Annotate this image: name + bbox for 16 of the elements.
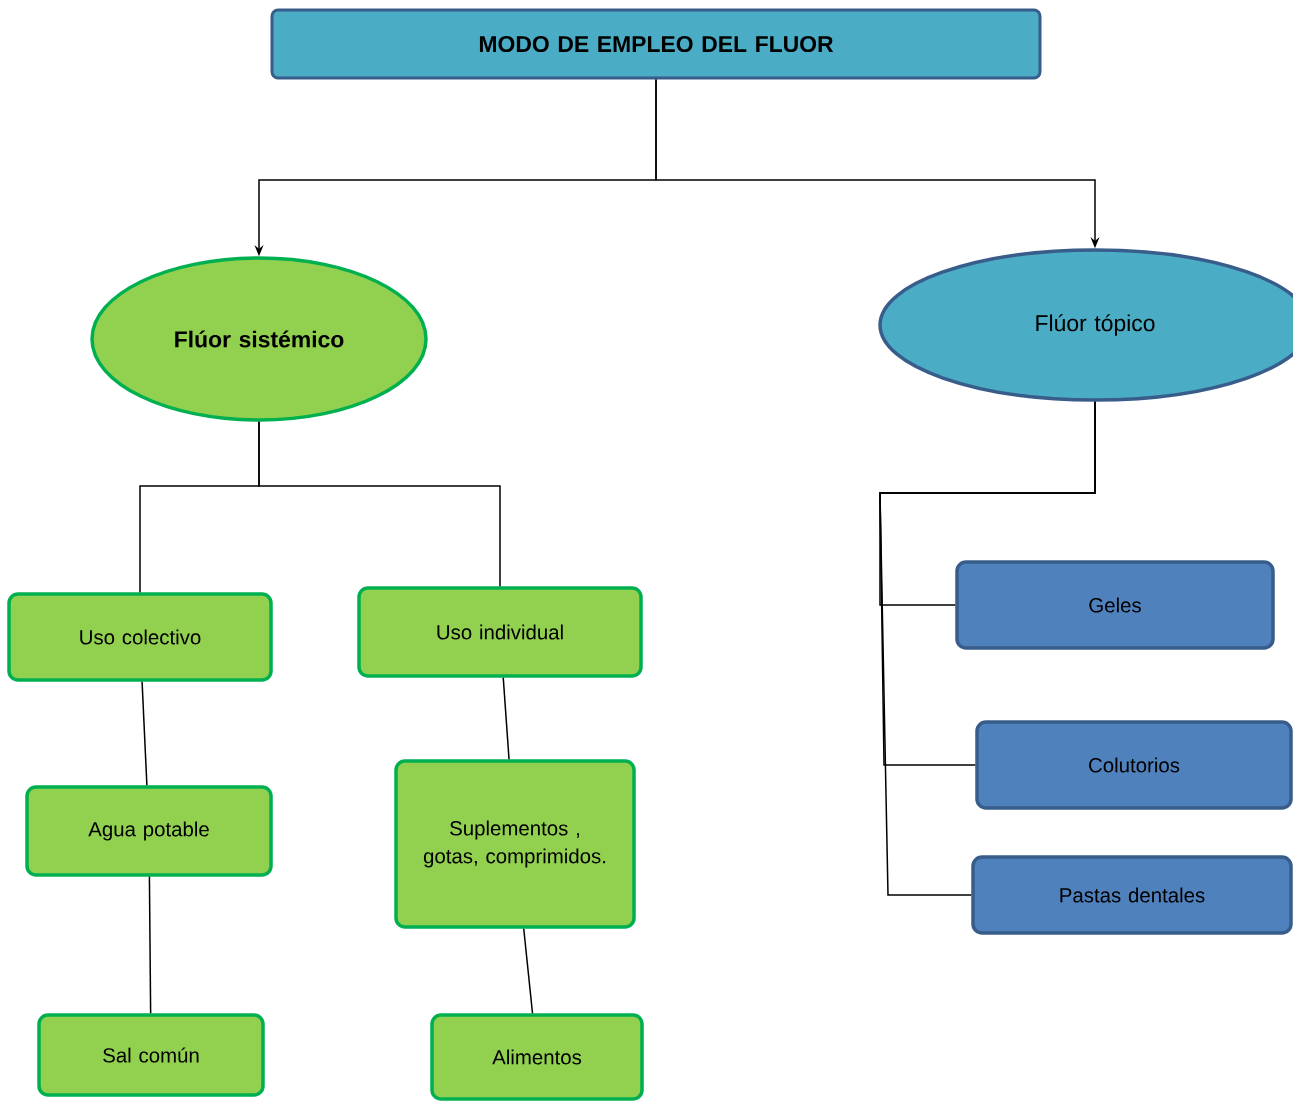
concept-box: Suplementos , gotas, comprimidos.: [394, 759, 636, 929]
concept-box: Sal común: [37, 1013, 265, 1097]
concept-box: Colutorios: [975, 720, 1293, 810]
concept-box: Alimentos: [430, 1013, 644, 1101]
connector-line: [523, 928, 534, 1014]
connector-line: [148, 876, 152, 1014]
title-box: MODO DE EMPLEO DEL FLUOR: [270, 8, 1042, 80]
connector-line: [258, 421, 501, 587]
concept-box: Geles: [955, 560, 1275, 650]
concept-box: Agua potable: [25, 785, 273, 877]
concept-box: Uso individual: [357, 586, 643, 678]
connector-line: [879, 401, 1096, 896]
concept-box: Pastas dentales: [971, 855, 1293, 935]
connector-line: [502, 677, 510, 760]
concept-box: Uso colectivo: [7, 592, 273, 682]
connector-line: [141, 681, 148, 786]
